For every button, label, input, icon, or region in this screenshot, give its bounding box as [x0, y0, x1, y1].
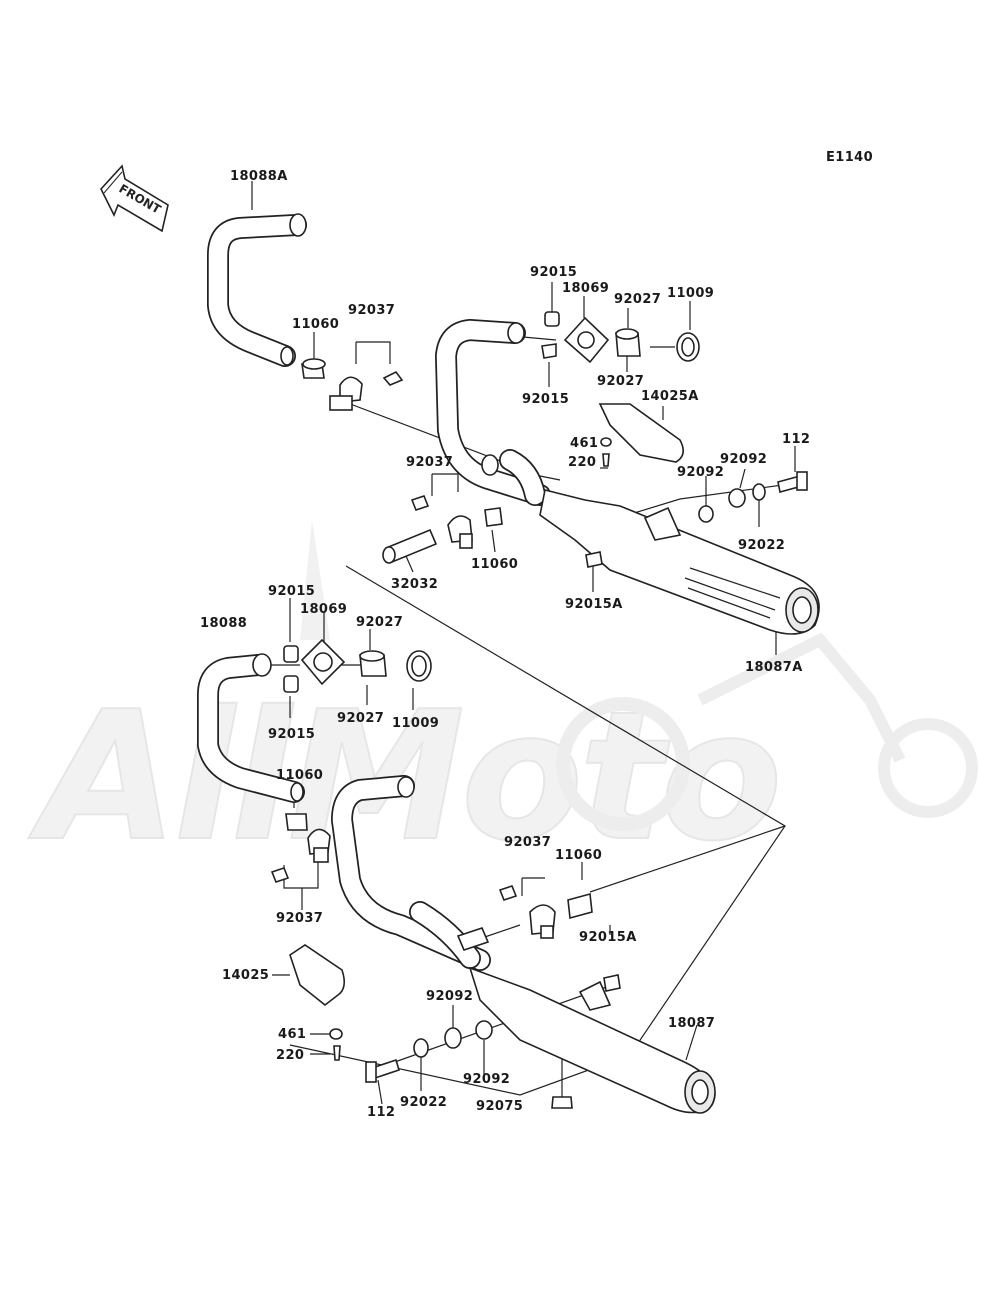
part-label-92015A-lower: 92015A: [579, 930, 637, 945]
lower-bolt-112: [365, 1058, 400, 1083]
part-label-92092-upper-left: 92092: [677, 465, 724, 480]
part-label-32032: 32032: [391, 577, 438, 592]
part-label-92092-lower-left: 92092: [426, 989, 473, 1004]
upper-damper-right-92092: [728, 488, 746, 508]
upper-clamp-mid-92037: [410, 495, 473, 549]
lower-clamp-92037: [270, 828, 331, 883]
part-label-18087: 18087: [668, 1016, 715, 1031]
part-label-92015-lower-bottom: 92015: [268, 727, 315, 742]
part-label-92022-lower: 92022: [400, 1095, 447, 1110]
part-label-11060-lower-right: 11060: [555, 848, 602, 863]
part-label-92027-lower-top: 92027: [356, 615, 403, 630]
part-label-92037-upper-mid: 92037: [406, 455, 453, 470]
part-label-92037-upper-left: 92037: [348, 303, 395, 318]
part-label-92037-lower-left: 92037: [276, 911, 323, 926]
front-arrow-icon: FRONT: [100, 164, 169, 233]
part-label-92015-upper-top: 92015: [530, 265, 577, 280]
part-label-92027-upper-top: 92027: [614, 292, 661, 307]
lower-muffler-18087: [468, 966, 716, 1114]
part-label-112-lower: 112: [367, 1105, 395, 1120]
part-label-11009-lower: 11009: [392, 716, 439, 731]
upper-pipe-joint-32032: [382, 528, 438, 564]
part-label-92027-lower-bottom: 92027: [337, 711, 384, 726]
upper-bolt-112: [777, 471, 808, 493]
lower-bushing-11060: [285, 813, 308, 831]
part-label-461-upper: 461: [570, 436, 598, 451]
lower-nut-92015A: [603, 974, 621, 992]
part-label-92015-upper-bottom: 92015: [522, 392, 569, 407]
part-label-18069-upper: 18069: [562, 281, 609, 296]
part-label-92037-lower-right: 92037: [504, 835, 551, 850]
lower-exhaust-pipe-18088: [197, 653, 305, 803]
upper-holder-top-92015: [544, 311, 560, 327]
lower-gasket-11009: [406, 650, 432, 682]
part-label-18069-lower: 18069: [300, 602, 347, 617]
lower-washer-461: [329, 1028, 343, 1040]
lower-screw-220: [333, 1045, 341, 1061]
watermark-logo: AllMoto: [27, 520, 978, 881]
part-label-92092-lower-right: 92092: [463, 1072, 510, 1087]
part-label-220-lower: 220: [276, 1048, 304, 1063]
upper-bushing-11060: [301, 358, 326, 379]
lower-labels: 92015 18088 18069 92027 92015 92027 1100…: [200, 584, 715, 1120]
upper-exhaust-pipe-18088A: [207, 213, 307, 367]
upper-muffler-18087A: [539, 489, 820, 635]
part-label-11060-lower-left: 11060: [276, 768, 323, 783]
upper-flange-18069: [563, 316, 610, 364]
part-label-11060-upper-mid: 11060: [471, 557, 518, 572]
part-label-92092-upper-right: 92092: [720, 452, 767, 467]
part-label-461-lower: 461: [278, 1027, 306, 1042]
upper-screw-220: [602, 453, 610, 467]
part-label-92015A-upper: 92015A: [565, 597, 623, 612]
lower-holder-bottom-92015: [283, 675, 299, 693]
lower-flange-18069: [300, 638, 346, 686]
part-label-92027-upper-bottom: 92027: [597, 374, 644, 389]
upper-washer-461: [600, 437, 612, 447]
part-label-220-upper: 220: [568, 455, 596, 470]
lower-holder-top-92015: [283, 645, 299, 663]
upper-header-pipe: [435, 319, 551, 506]
part-label-18088A: 18088A: [230, 169, 288, 184]
upper-labels: 18088A 11060 92037 92015 18069 92027 110…: [230, 169, 810, 675]
upper-damper-left-92092: [698, 505, 714, 523]
upper-bushing-mid-11060: [484, 507, 503, 527]
part-label-92015-lower-top: 92015: [268, 584, 315, 599]
lower-collar-washer-92022: [413, 1038, 429, 1058]
part-label-112-upper: 112: [782, 432, 810, 447]
part-label-18087A: 18087A: [745, 660, 803, 675]
upper-gasket-11009: [676, 332, 700, 362]
upper-nut-92015A: [585, 551, 603, 568]
part-label-92022-upper: 92022: [738, 538, 785, 553]
upper-collar-92027: [615, 328, 641, 357]
upper-heat-cover-14025A: [598, 403, 684, 463]
upper-clamp-92037: [329, 370, 404, 411]
lower-damper-left-92092: [444, 1027, 462, 1049]
part-label-11009-upper: 11009: [667, 286, 714, 301]
lower-header-pipe: [331, 775, 491, 971]
diagram-code: E1140: [826, 150, 873, 165]
lower-bushing-right-11060: [567, 892, 593, 920]
lower-clamp-right-92037: [498, 885, 556, 939]
lower-damper-right-92092: [475, 1020, 493, 1040]
lower-cap-92075: [551, 1096, 573, 1109]
part-label-11060-upper-left: 11060: [292, 317, 339, 332]
upper-holder-bottom-92015: [541, 343, 557, 359]
upper-collar-washer-92022: [752, 483, 766, 501]
lower-collar-92027: [359, 650, 387, 677]
part-label-18088: 18088: [200, 616, 247, 631]
part-label-14025A: 14025A: [641, 389, 699, 404]
part-label-92075: 92075: [476, 1099, 523, 1114]
lower-heat-cover-14025: [289, 944, 346, 1007]
part-label-14025: 14025: [222, 968, 269, 983]
